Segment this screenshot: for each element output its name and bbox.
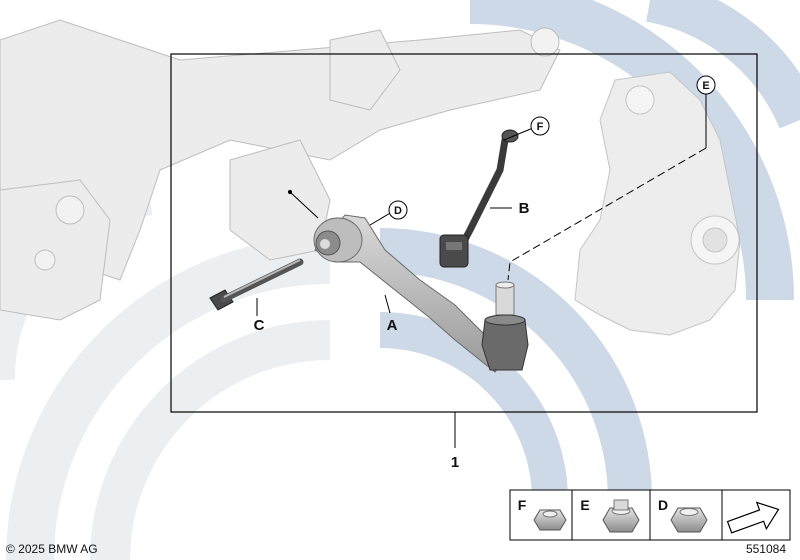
nut-e-icon[interactable] — [602, 499, 640, 533]
svg-text:E: E — [702, 80, 709, 92]
label-c[interactable]: C — [254, 317, 265, 334]
svg-text:D: D — [394, 205, 402, 217]
svg-text:F: F — [537, 121, 544, 133]
bolt[interactable] — [209, 258, 304, 311]
callout-d[interactable]: D — [388, 200, 408, 220]
callout-f[interactable]: F — [530, 116, 550, 136]
arrow-icon[interactable] — [725, 496, 783, 540]
label-b[interactable]: B — [519, 200, 530, 217]
legend-label-d: D — [658, 497, 668, 513]
steering-knuckle — [574, 71, 741, 336]
label-kit[interactable]: 1 — [451, 454, 459, 471]
leader-lines — [256, 94, 707, 316]
stabilizer-link[interactable] — [439, 129, 519, 268]
kit-frame — [170, 53, 758, 413]
label-a[interactable]: A — [387, 317, 398, 334]
ball-joint[interactable] — [481, 281, 529, 371]
nut-d-icon[interactable] — [670, 507, 708, 533]
legend-label-e: E — [580, 497, 589, 513]
callout-e[interactable]: E — [696, 75, 716, 95]
copyright: © 2025 BMW AG — [6, 542, 98, 556]
legend-strip: F E D — [509, 489, 791, 541]
diagram-number: 551084 — [746, 542, 786, 556]
nut-f-icon[interactable] — [533, 509, 567, 531]
subframe-background — [0, 19, 561, 321]
wishbone-arm[interactable] — [313, 214, 506, 373]
legend-label-f: F — [518, 497, 527, 513]
